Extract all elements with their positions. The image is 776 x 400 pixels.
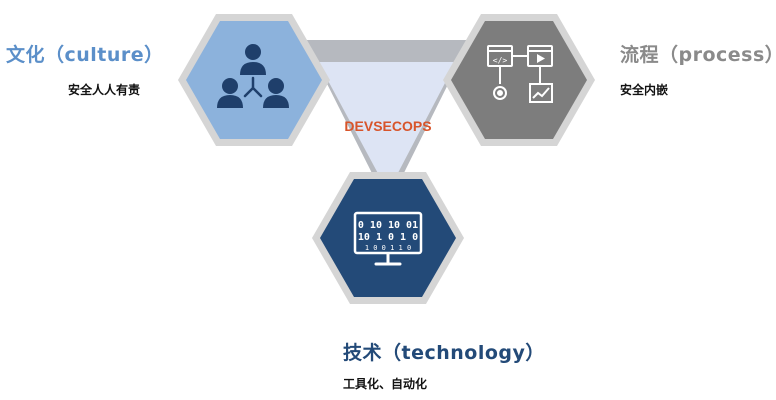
center-triangle <box>318 62 456 192</box>
binary-monitor-icon: 0 10 10 01 10 1 0 1 0 1 0 0 1 1 0 <box>353 211 423 266</box>
center-label: DEVSECOPS <box>344 118 431 134</box>
team-people-icon <box>217 44 289 108</box>
svg-text:1 0 0 1 1 0: 1 0 0 1 1 0 <box>365 244 411 252</box>
svg-text:0 10 10 01: 0 10 10 01 <box>358 220 418 231</box>
culture-title: 文化（culture） <box>6 44 164 66</box>
process-title: 流程（process） <box>620 44 776 66</box>
process-subtitle: 安全内嵌 <box>620 83 669 97</box>
technology-hexagon <box>312 172 464 304</box>
technology-title: 技术（technology） <box>343 342 545 364</box>
technology-subtitle: 工具化、自动化 <box>343 377 428 391</box>
process-hexagon <box>443 14 595 146</box>
workflow-pipeline-icon: </> <box>487 45 553 103</box>
culture-subtitle: 安全人人有责 <box>68 83 141 97</box>
svg-text:</>: </> <box>493 56 508 65</box>
svg-text:10 1 0 1 0: 10 1 0 1 0 <box>358 232 418 243</box>
